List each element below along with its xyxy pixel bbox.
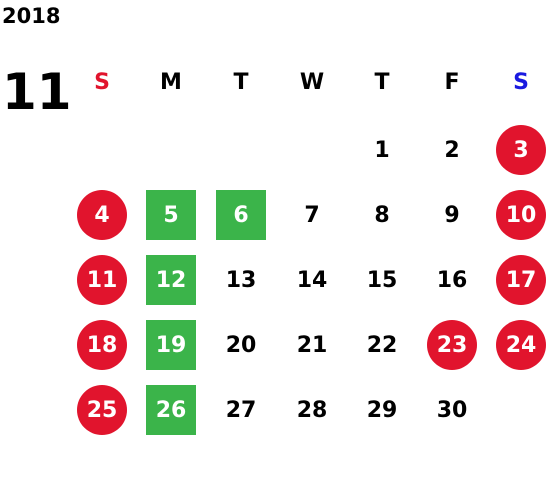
weekday-label-4: T — [374, 69, 390, 95]
day-cell[interactable]: 3 — [496, 125, 546, 175]
weekday-label-5: F — [444, 69, 460, 95]
day-cell[interactable]: 16 — [436, 267, 468, 293]
day-cell[interactable]: 30 — [436, 397, 468, 423]
day-cell[interactable]: 15 — [366, 267, 398, 293]
day-cell[interactable]: 24 — [496, 320, 546, 370]
day-cell[interactable]: 2 — [444, 137, 460, 163]
day-cell[interactable]: 9 — [444, 202, 460, 228]
day-cell[interactable]: 26 — [146, 385, 196, 435]
day-cell[interactable]: 12 — [146, 255, 196, 305]
calendar-year: 2018 — [2, 4, 61, 28]
day-cell[interactable]: 21 — [296, 332, 328, 358]
weekday-label-6: S — [513, 69, 529, 95]
weekday-label-2: T — [233, 69, 249, 95]
day-cell[interactable]: 4 — [77, 190, 127, 240]
day-cell[interactable]: 6 — [216, 190, 266, 240]
day-cell[interactable]: 8 — [374, 202, 390, 228]
day-cell[interactable]: 10 — [496, 190, 546, 240]
calendar-month: 11 — [2, 63, 72, 121]
day-cell[interactable]: 20 — [225, 332, 257, 358]
day-cell[interactable]: 19 — [146, 320, 196, 370]
day-cell[interactable]: 18 — [77, 320, 127, 370]
day-cell[interactable]: 13 — [225, 267, 257, 293]
day-cell[interactable]: 11 — [77, 255, 127, 305]
weekday-label-1: M — [160, 69, 182, 95]
day-cell[interactable]: 23 — [427, 320, 477, 370]
day-cell[interactable]: 28 — [296, 397, 328, 423]
day-cell[interactable]: 29 — [366, 397, 398, 423]
day-cell[interactable]: 5 — [146, 190, 196, 240]
day-cell[interactable]: 14 — [296, 267, 328, 293]
day-cell[interactable]: 1 — [374, 137, 390, 163]
day-cell[interactable]: 7 — [304, 202, 320, 228]
day-cell[interactable]: 17 — [496, 255, 546, 305]
day-cell[interactable]: 25 — [77, 385, 127, 435]
day-cell[interactable]: 22 — [366, 332, 398, 358]
weekday-label-0: S — [94, 69, 110, 95]
day-cell[interactable]: 27 — [225, 397, 257, 423]
weekday-label-3: W — [299, 69, 325, 95]
